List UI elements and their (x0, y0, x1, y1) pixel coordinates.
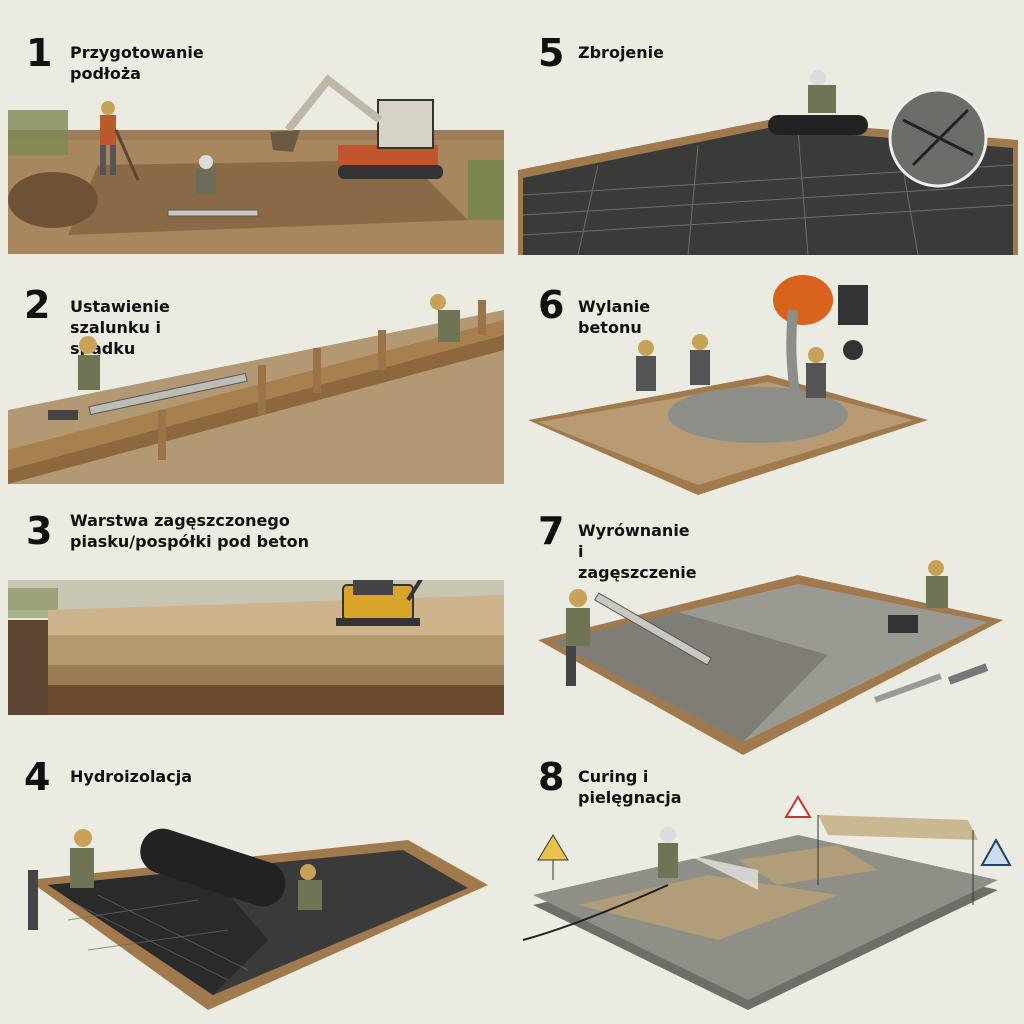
step-5-title: Zbrojenie (578, 43, 664, 62)
worker-unrolling-icon (28, 829, 94, 930)
concrete-pouring-illustration (528, 270, 992, 495)
concrete-mixer-icon (773, 275, 868, 411)
step-1-title: Przygotowanie podłoża (70, 43, 204, 83)
sand-layer-illustration (8, 580, 504, 715)
worker-spraying-icon (522, 827, 758, 941)
reinforcement-illustration (518, 70, 1018, 255)
step-4-number: 4 (24, 755, 51, 799)
step-7-title: Wyrównanie i zagęszczenie (578, 521, 697, 582)
worker-formwork-icon (430, 294, 460, 342)
frost-sign-icon (980, 837, 1012, 866)
mesh-detail-magnifier-icon (888, 88, 988, 188)
shade-canopy-icon (817, 815, 978, 905)
curing-illustration (518, 795, 1018, 1020)
worker-digging-icon (100, 101, 140, 181)
ground-preparation-illustration (8, 70, 504, 254)
step-8-number: 8 (538, 755, 565, 799)
step-7-number: 7 (538, 509, 565, 553)
excavator-icon (270, 74, 443, 179)
step-3-number: 3 (26, 509, 53, 553)
worker-screeding-icon (566, 589, 590, 686)
step-8-title: Curing i pielęgnacja (578, 767, 682, 807)
caution-sign-icon (784, 795, 812, 818)
worker-leveling-icon (167, 155, 259, 217)
screeding-illustration (528, 560, 1018, 760)
plate-compactor-icon (336, 580, 423, 626)
waterproofing-illustration (8, 820, 504, 1020)
worker-raking-icon (636, 340, 656, 391)
worker-sealing-icon (298, 864, 322, 910)
trowel-tools-icon (874, 663, 989, 703)
formwork-illustration (8, 290, 504, 484)
step-6-number: 6 (538, 283, 565, 327)
step-3-title: Warstwa zagęszczonego piasku/pospółki po… (70, 511, 309, 551)
step-5-number: 5 (538, 31, 565, 75)
worker-spreading-icon (690, 334, 710, 385)
step-6-title: Wylanie betonu (578, 297, 651, 337)
worker-kneeling-icon (48, 336, 100, 420)
worker-compacting-icon (888, 560, 948, 633)
worker-laying-mesh-icon (808, 70, 836, 113)
warning-sign-icon (537, 834, 569, 880)
step-1-number: 1 (26, 31, 53, 75)
step-4-title: Hydroizolacja (70, 767, 192, 786)
step-2-number: 2 (24, 283, 51, 327)
membrane-roll-icon (140, 828, 286, 907)
worker-directing-icon (806, 347, 826, 398)
